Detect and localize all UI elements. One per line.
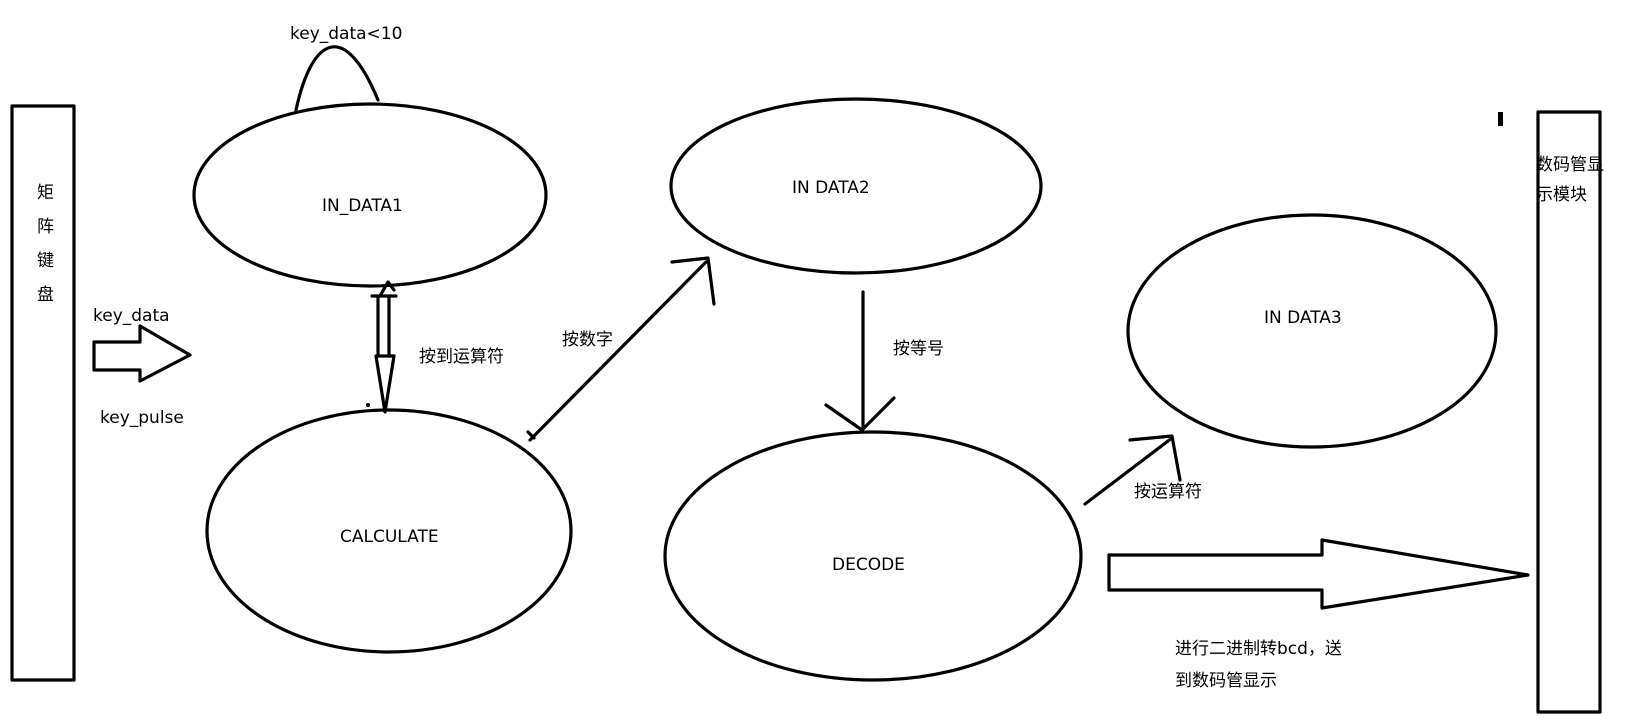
decode-to-display-arrow: 进行二进制转bcd，送 到数码管显示 xyxy=(1107,538,1530,691)
decode-to-in-data3-arrow: 按运算符 xyxy=(1083,434,1202,506)
press-equals-label: 按等号 xyxy=(893,339,944,359)
state-calculate: CALCULATE xyxy=(205,408,573,654)
press-operator2-label: 按运算符 xyxy=(1134,482,1202,502)
keypad-char-4: 盘 xyxy=(37,285,54,305)
state-decode: DECODE xyxy=(663,430,1083,682)
keypad-block: 矩 阵 键 盘 xyxy=(10,104,76,682)
key-pulse-label: key_pulse xyxy=(100,408,184,428)
display-block: 数码管显 示模块 xyxy=(1498,110,1604,714)
bcd-label-line2: 到数码管显示 xyxy=(1175,671,1277,691)
state-decode-label: DECODE xyxy=(832,555,905,575)
state-in-data2: IN DATA2 xyxy=(669,97,1043,275)
calculate-to-in-data2-arrow: 按数字 xyxy=(526,256,716,442)
display-label-line1: 数码管显 xyxy=(1536,155,1604,175)
state-in-data3: IN DATA3 xyxy=(1126,213,1498,449)
state-in-data1-label: IN_DATA1 xyxy=(322,196,403,216)
state-in-data3-label: IN DATA3 xyxy=(1264,308,1342,328)
key-data-arrow: key_data key_pulse xyxy=(92,306,192,428)
display-label-line2: 示模块 xyxy=(1536,185,1587,205)
self-loop-label: key_data<10 xyxy=(290,24,402,44)
press-digit-label: 按数字 xyxy=(562,330,613,350)
state-in-data2-label: IN DATA2 xyxy=(792,178,870,198)
keypad-char-2: 阵 xyxy=(37,217,54,237)
in-data2-to-decode-arrow: 按等号 xyxy=(824,290,944,432)
bcd-label-line1: 进行二进制转bcd，送 xyxy=(1175,639,1342,659)
in-data1-calculate-arrow: 按到运算符 xyxy=(366,280,504,414)
press-operator-label: 按到运算符 xyxy=(419,347,504,367)
ink-mark xyxy=(1498,112,1503,126)
key-data-label: key_data xyxy=(93,306,170,326)
state-calculate-label: CALCULATE xyxy=(340,527,439,547)
self-loop-arc xyxy=(294,45,380,112)
keypad-char-3: 键 xyxy=(37,251,54,271)
keypad-char-1: 矩 xyxy=(37,183,54,203)
state-in-data1: IN_DATA1 key_data<10 xyxy=(192,24,548,288)
